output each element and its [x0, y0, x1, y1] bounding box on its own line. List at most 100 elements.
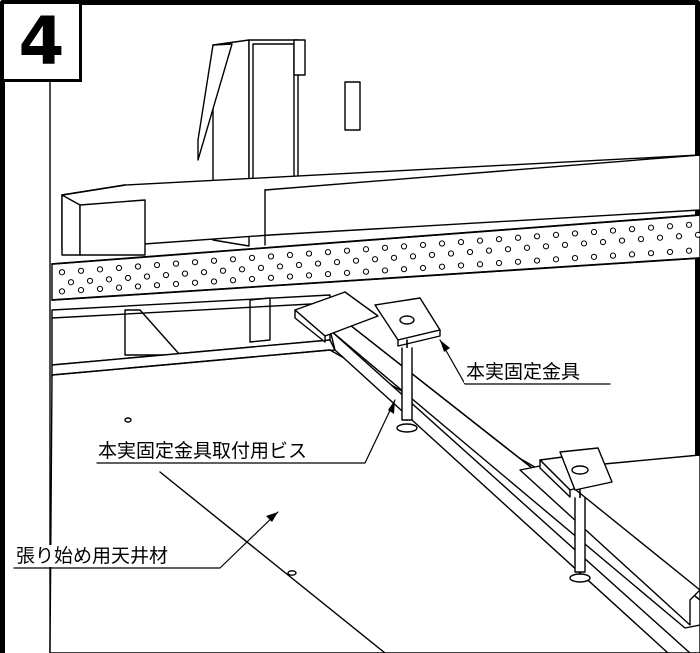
batten-hole: [390, 254, 398, 261]
batten-hole: [86, 277, 94, 284]
batten-hole: [533, 233, 541, 240]
fixing-bracket-1: [294, 291, 441, 347]
batten-hole: [105, 276, 113, 283]
batten-hole: [124, 274, 132, 282]
batten-hole: [618, 237, 626, 244]
batten-hole: [381, 244, 389, 251]
batten-hole: [314, 260, 322, 267]
batten-hole: [115, 284, 123, 291]
batten-hole: [400, 266, 408, 273]
batten-hole: [599, 238, 607, 246]
batten-hole: [343, 247, 351, 254]
batten-hole: [134, 283, 142, 290]
batten-hole: [476, 261, 484, 268]
batten-hole: [647, 224, 655, 231]
batten-hole: [153, 282, 161, 289]
batten-hole: [162, 271, 170, 279]
batten-hole: [609, 227, 617, 234]
batten-hole: [134, 263, 142, 270]
batten-hole: [438, 240, 446, 247]
label-fixing-bracket: 本実固定金具: [464, 361, 583, 383]
batten-hole: [77, 267, 85, 274]
batten-hole: [229, 256, 237, 263]
batten-hole: [286, 273, 294, 280]
batten-hole: [495, 259, 503, 267]
batten-hole: [666, 223, 674, 230]
fixing-bracket-2: [539, 447, 613, 498]
batten-hole: [457, 262, 465, 269]
batten-hole: [409, 253, 417, 260]
batten-hole: [476, 237, 484, 244]
batten-hole: [571, 230, 579, 237]
batten-hole: [457, 238, 465, 246]
batten-hole: [143, 273, 151, 280]
batten-hole: [485, 247, 493, 254]
batten-hole: [656, 234, 664, 241]
batten-hole: [647, 250, 655, 257]
batten-hole: [210, 257, 218, 264]
batten-hole: [694, 231, 700, 238]
batten-hole: [67, 279, 75, 286]
batten-hole: [466, 248, 474, 256]
batten-hole: [666, 248, 674, 256]
main-runner-beam: [61, 154, 700, 256]
batten-hole: [400, 243, 408, 250]
batten-hole: [58, 288, 66, 295]
batten-hole: [590, 253, 598, 260]
step-number: 4: [4, 4, 82, 82]
label-bracket-screw: 本実固定金具取付用ビス: [96, 440, 310, 462]
batten-hole: [428, 251, 436, 259]
batten-hole: [238, 266, 246, 273]
batten-hole: [305, 272, 313, 279]
batten-hole: [628, 226, 636, 233]
batten-hole: [362, 268, 370, 275]
batten-hole: [191, 259, 199, 266]
batten-hole: [685, 247, 693, 254]
batten-hole: [561, 241, 569, 248]
batten-hole: [419, 241, 427, 249]
batten-hole: [200, 269, 208, 276]
leader-lines: [13, 339, 611, 569]
batten-hole: [153, 261, 161, 269]
batten-hole: [219, 267, 227, 274]
batten-hole: [324, 271, 332, 278]
batten-hole: [248, 275, 256, 283]
batten-hole: [115, 264, 123, 272]
batten-holes: [58, 221, 700, 295]
batten-hole: [343, 269, 351, 276]
batten-hole: [248, 254, 256, 261]
ceiling-board: [49, 349, 700, 653]
label-starting-board: 張り始め用天井材: [14, 545, 171, 567]
batten-hole: [542, 243, 550, 250]
batten-hole: [295, 261, 303, 269]
batten-hole: [685, 221, 693, 228]
batten-hole: [257, 264, 265, 271]
batten-hole: [324, 249, 332, 256]
batten-hole: [590, 228, 598, 236]
batten-hole: [305, 250, 313, 257]
batten-hole: [514, 258, 522, 265]
screw-2: [569, 489, 591, 583]
batten-hole: [286, 251, 294, 259]
batten-hole: [352, 257, 360, 264]
batten-hole: [172, 260, 180, 267]
leader-arrowheads: [266, 340, 450, 522]
batten-hole: [96, 285, 104, 292]
batten-hole: [609, 252, 617, 259]
screw-1: [396, 339, 418, 433]
batten-hole: [447, 250, 455, 257]
batten-hole: [552, 231, 560, 238]
batten-hole: [267, 253, 275, 260]
batten-hole: [267, 274, 275, 281]
batten-hole: [58, 269, 66, 276]
fixing-rail: [329, 324, 700, 653]
batten-hole: [675, 233, 683, 240]
batten-hole: [504, 246, 512, 253]
batten-hole: [628, 251, 636, 258]
batten-hole: [637, 236, 645, 243]
batten-hole: [381, 267, 389, 274]
batten-hole: [571, 255, 579, 262]
batten-hole: [210, 278, 218, 285]
